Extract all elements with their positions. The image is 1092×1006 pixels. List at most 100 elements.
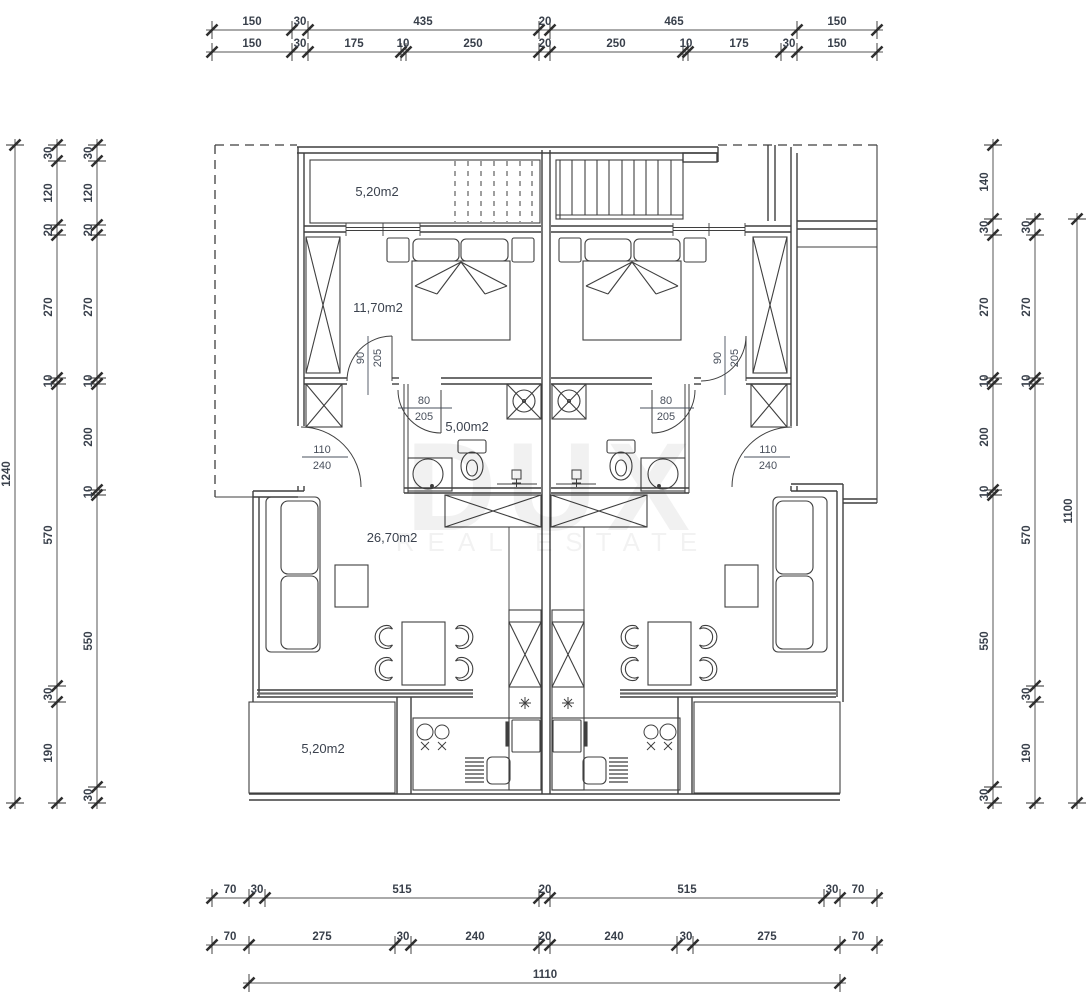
top-dim-row-1	[205, 19, 884, 41]
nightstand-icon	[511, 237, 535, 263]
dim-label: 20	[83, 224, 95, 237]
dining-table-icon	[401, 621, 446, 686]
dim-label: 150	[242, 38, 261, 50]
dim-label: 275	[312, 931, 332, 943]
door-width: 90	[355, 352, 367, 364]
dim-label: 270	[43, 297, 55, 316]
doors-layer	[300, 335, 793, 488]
floor-drain-icon	[556, 469, 596, 487]
oven-icon	[562, 697, 574, 709]
hob-icon	[643, 723, 677, 751]
floor-drain-icon	[497, 469, 537, 487]
door-swing-entry-left	[300, 426, 362, 488]
toilet-icon	[606, 439, 636, 481]
dim-label: 250	[606, 38, 625, 50]
chair-icon	[374, 656, 394, 682]
door-swing-entry-right	[731, 426, 793, 488]
sofa-icon	[265, 496, 321, 653]
dim-label: 10	[83, 486, 95, 499]
shower-icon	[551, 383, 587, 420]
dim-label: 240	[604, 931, 623, 943]
door-width: 90	[712, 352, 724, 364]
dim-label: 30	[979, 221, 991, 234]
dim-label: 20	[539, 884, 552, 896]
dim-label: 20	[43, 224, 55, 237]
dim-label: 190	[43, 743, 55, 762]
dimension-layer	[4, 19, 1088, 994]
sink-icon	[486, 756, 511, 785]
door-label-entry-left: 110 240	[302, 444, 348, 472]
dim-label: 175	[344, 38, 364, 50]
dim-label-left-total: 1240	[1, 461, 13, 487]
room-label-bedroom: 11,70m2	[353, 300, 403, 315]
dim-label: 30	[397, 931, 410, 943]
terrace-bottom-left-outline	[248, 701, 396, 794]
room-label-terrace-top: 5,20m2	[355, 184, 398, 199]
dim-label: 550	[83, 631, 95, 650]
labels-layer: 5,20m2 11,70m2 5,00m2 26,70m2 5,20m2 90 …	[301, 184, 790, 756]
dim-label: 20	[539, 38, 552, 50]
washbasin-icon	[407, 457, 453, 492]
dim-label: 270	[979, 297, 991, 316]
dim-label: 20	[539, 931, 552, 943]
right-dim-inner-chain	[982, 138, 1004, 810]
dim-label: 270	[83, 297, 95, 316]
dim-label: 240	[465, 931, 484, 943]
dimension-labels: 150 30 435 20 465 150 150 30 175 10 250 …	[1, 16, 1075, 981]
dim-label: 30	[826, 884, 839, 896]
sink-icon	[582, 756, 607, 785]
dim-label-total-width: 1110	[533, 969, 557, 981]
door-swing-bathroom-right	[651, 389, 696, 434]
left-dim-inner-chain	[86, 138, 108, 810]
door-width: 80	[418, 395, 430, 407]
dining-table-icon	[647, 621, 692, 686]
dim-label: 10	[43, 375, 55, 388]
door-height: 240	[313, 460, 331, 472]
dim-label: 30	[294, 38, 307, 50]
chair-icon	[620, 624, 640, 650]
door-label-entry-right: 110 240	[744, 444, 790, 472]
dim-label: 120	[43, 183, 55, 202]
dim-label: 30	[43, 688, 55, 701]
boundary-dashed-line	[214, 144, 877, 497]
door-height: 205	[372, 349, 384, 367]
door-width: 110	[313, 444, 331, 456]
double-bed-icon	[582, 238, 682, 341]
terrace-top-outline	[309, 159, 541, 224]
dim-label: 150	[242, 16, 261, 28]
room-label-terrace-bottom: 5,20m2	[301, 741, 344, 756]
dim-label: 30	[294, 16, 307, 28]
chair-icon	[620, 656, 640, 682]
dim-label: 190	[1021, 743, 1033, 762]
dim-label: 250	[463, 38, 482, 50]
watermark-brand: DUX	[406, 418, 700, 557]
nightstand-icon	[558, 237, 582, 263]
dim-label: 150	[827, 16, 846, 28]
dishwasher-icon	[609, 757, 628, 783]
dim-label: 270	[1021, 297, 1033, 316]
window-icon	[257, 689, 836, 698]
shaft-icon	[444, 494, 648, 622]
watermark-tagline: REAL ESTATE	[396, 527, 710, 557]
terrace-bottom-right-outline	[693, 701, 841, 794]
dim-label: 70	[224, 931, 237, 943]
dim-label: 70	[224, 884, 237, 896]
left-dim-total	[4, 138, 26, 810]
dim-label: 30	[83, 789, 95, 802]
dim-label: 570	[43, 525, 55, 544]
wardrobe-icon	[305, 236, 341, 374]
chair-icon	[454, 624, 474, 650]
chair-icon	[374, 624, 394, 650]
dim-label: 30	[1021, 688, 1033, 701]
dim-label: 200	[83, 427, 95, 446]
dim-label: 175	[729, 38, 749, 50]
dim-label: 465	[664, 16, 684, 28]
dim-label: 10	[979, 486, 991, 499]
bottom-dim-row-2	[205, 934, 884, 956]
washbasin-icon	[640, 457, 686, 492]
dim-label: 150	[827, 38, 846, 50]
dim-label: 30	[83, 147, 95, 160]
room-label-bathroom: 5,00m2	[445, 419, 488, 434]
chair-icon	[454, 656, 474, 682]
